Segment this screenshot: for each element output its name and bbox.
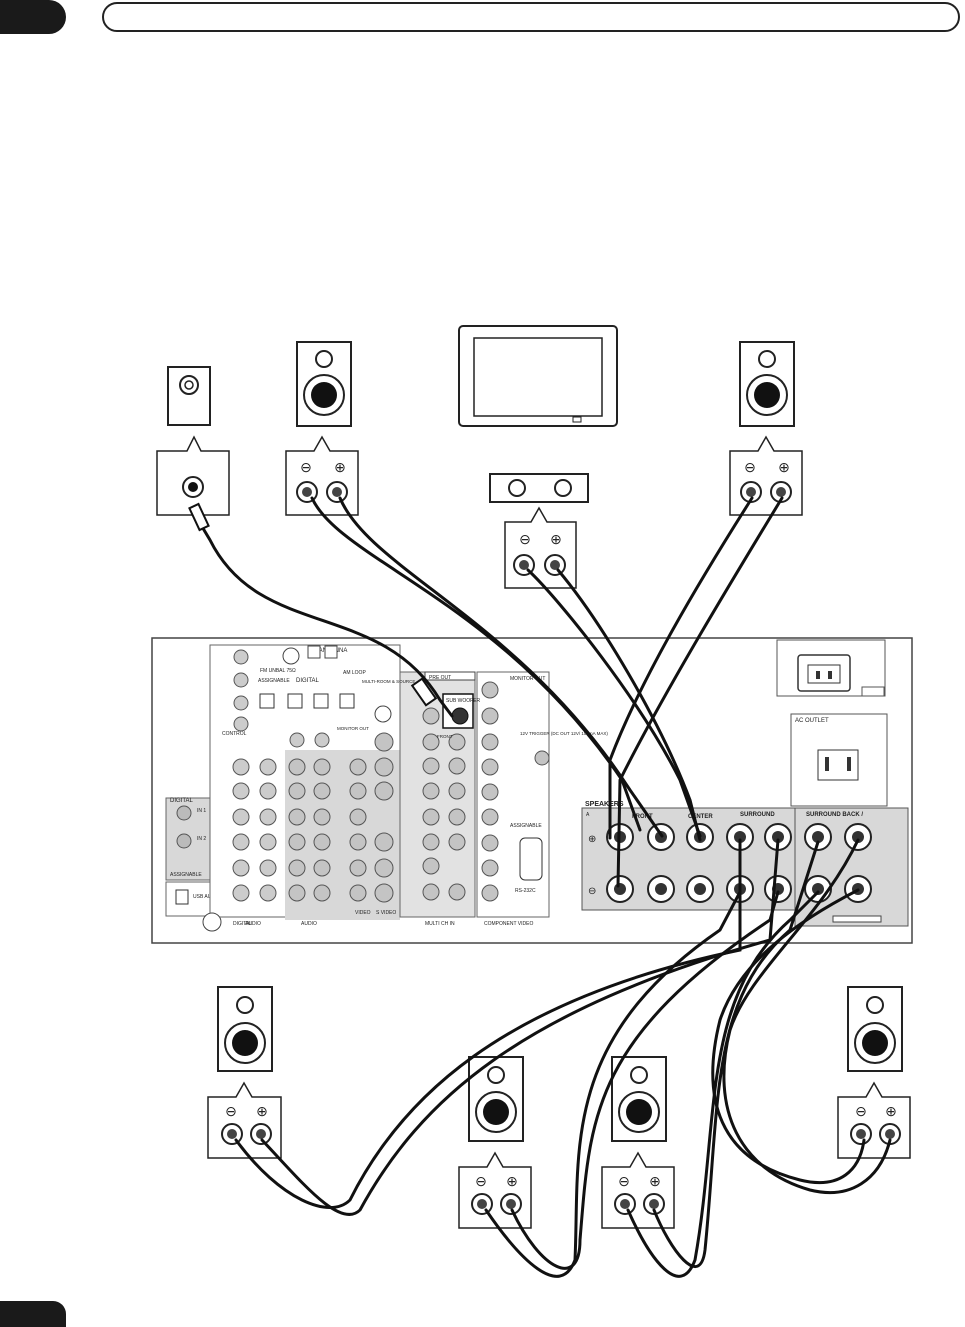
header-bar: [102, 2, 960, 32]
speakers-a-label: A: [586, 812, 590, 818]
surround-right-speaker: ⊖ ⊕: [837, 986, 911, 1159]
am-loop-label: AM LOOP: [343, 670, 366, 676]
sp-surround-label: SURROUND: [740, 812, 775, 818]
ac-outlet-label: AC OUTLET: [795, 718, 829, 724]
control-label: CONTROL: [222, 731, 247, 737]
chapter-tab-top: [0, 0, 66, 34]
rs232c-label: RS-232C: [515, 888, 536, 894]
sp-center-label: CENTER: [688, 814, 713, 820]
s-video-label: S VIDEO: [376, 910, 396, 916]
multi-room-label: MULTI-ROOM & SOURCE: [362, 679, 415, 684]
digital-side-label: DIGITAL: [170, 798, 194, 804]
assignable-side-label: ASSIGNABLE: [170, 872, 202, 878]
speaker-cables: [188, 496, 892, 1278]
assignable-label: ASSIGNABLE: [258, 678, 290, 684]
digital-bottom-label: DIGITAL: [233, 921, 252, 927]
usb-audio-label: USB AUDIO: [193, 894, 220, 900]
plus-icon: ⊕: [550, 531, 562, 547]
minus-icon: ⊖: [225, 1103, 237, 1119]
in1-label: IN 1: [197, 808, 206, 814]
minus-icon: ⊖: [744, 459, 756, 475]
multich-in-label: MULTI CH IN: [425, 921, 455, 927]
television: [458, 325, 618, 427]
minus-icon: ⊖: [855, 1103, 867, 1119]
plus-icon: ⊕: [334, 459, 346, 475]
minus-icon: ⊖: [519, 531, 531, 547]
subwoofer-label: SUB WOOFER: [446, 698, 481, 704]
minus-panel-icon: ⊖: [588, 886, 596, 897]
plus-icon: ⊕: [778, 459, 790, 475]
video-label: VIDEO: [355, 910, 371, 916]
plus-icon: ⊕: [649, 1173, 661, 1189]
receiver-rear-panel: DIGITAL IN 1 IN 2 ASSIGNABLE USB AUDIO A…: [151, 637, 913, 944]
subwoofer: [156, 366, 230, 516]
minus-icon: ⊖: [300, 459, 312, 475]
plus-icon: ⊕: [506, 1173, 518, 1189]
in2-label: IN 2: [197, 836, 206, 842]
plus-panel-icon: ⊕: [588, 834, 596, 845]
minus-icon: ⊖: [618, 1173, 630, 1189]
front-right-speaker: ⊖ ⊕: [729, 341, 803, 516]
center-speaker: ⊖ ⊕: [489, 473, 589, 589]
component-video-label: COMPONENT VIDEO: [484, 921, 533, 927]
audio-label-2: AUDIO: [301, 921, 317, 927]
trigger-label: 12V TRIGGER (DC OUT 12V/ 150mA MAX): [520, 731, 608, 736]
monitor-out-label: MONITOR OUT: [337, 726, 369, 731]
sp-surround-back-label: SURROUND BACK /: [806, 812, 863, 818]
digital-label: DIGITAL: [296, 678, 320, 684]
surround-back-right-speaker: ⊖ ⊕: [601, 1056, 675, 1229]
surround-back-left-speaker: ⊖ ⊕: [458, 1056, 532, 1229]
front-input-label: FRONT: [437, 734, 453, 739]
surround-left-speaker: ⊖ ⊕: [207, 986, 282, 1159]
page-tab-bottom: [0, 1301, 66, 1327]
plus-icon: ⊕: [256, 1103, 268, 1119]
plus-icon: ⊕: [885, 1103, 897, 1119]
monitor-out-label-2: MONITOR OUT: [510, 676, 545, 682]
minus-icon: ⊖: [475, 1173, 487, 1189]
fm-unbal-label: FM UNBAL 75Ω: [260, 668, 296, 674]
front-left-speaker: ⊖ ⊕: [285, 341, 359, 516]
audio-label-1: AUDIO: [245, 921, 261, 927]
sp-front-label: FRONT: [632, 814, 653, 820]
pre-out-label: PRE OUT: [429, 675, 451, 681]
speakers-label: SPEAKERS: [585, 801, 624, 808]
assignable-label-2: ASSIGNABLE: [510, 823, 542, 829]
